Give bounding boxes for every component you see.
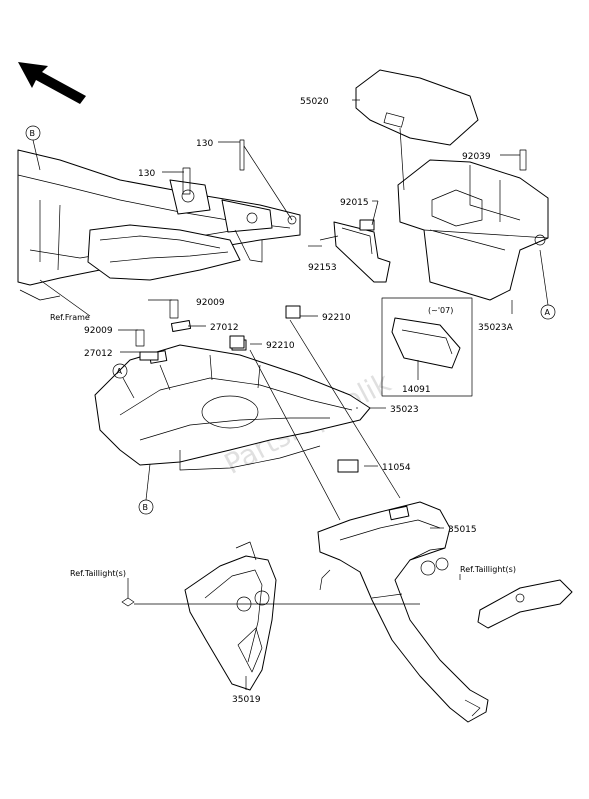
label-92009-b: 92009 bbox=[84, 326, 113, 336]
label-14091: 14091 bbox=[402, 385, 431, 395]
label-130-a: 130 bbox=[196, 139, 213, 149]
label-version-note: (~'07) bbox=[428, 306, 453, 315]
label-92210-a: 92210 bbox=[322, 313, 351, 323]
label-55020: 55020 bbox=[300, 97, 329, 107]
inset-box bbox=[381, 297, 473, 397]
label-92015: 92015 bbox=[340, 198, 369, 208]
label-92153: 92153 bbox=[308, 263, 337, 273]
callout-b-bottom: B bbox=[138, 499, 154, 515]
label-ref-taillight-right: Ref.Taillight(s) bbox=[460, 565, 516, 574]
label-92210-b: 92210 bbox=[266, 341, 295, 351]
label-35023: 35023 bbox=[390, 405, 419, 415]
tail-cover-drawing bbox=[184, 541, 277, 691]
label-35015: 35015 bbox=[448, 525, 477, 535]
label-11054: 11054 bbox=[382, 463, 411, 473]
rear-fender-drawing bbox=[317, 501, 489, 723]
fasteners bbox=[121, 139, 527, 607]
callout-b-bottom-letter: B bbox=[143, 503, 149, 512]
strap-drawing bbox=[319, 219, 391, 283]
label-27012-a: 27012 bbox=[210, 323, 239, 333]
taillight-bracket-drawing bbox=[477, 579, 573, 629]
callout-b-top: B bbox=[25, 125, 41, 141]
callout-a-left: A bbox=[112, 363, 128, 379]
label-92039: 92039 bbox=[462, 152, 491, 162]
label-92009-a: 92009 bbox=[196, 298, 225, 308]
callout-a-left-letter: A bbox=[117, 367, 123, 376]
label-ref-taillight-left: Ref.Taillight(s) bbox=[70, 569, 126, 578]
label-35019: 35019 bbox=[232, 695, 261, 705]
front-direction-arrow-icon bbox=[18, 62, 86, 104]
label-35023A: 35023A bbox=[478, 323, 514, 333]
callout-a-right-letter: A bbox=[545, 308, 551, 317]
callout-b-top-letter: B bbox=[30, 129, 36, 138]
battery-case-drawing bbox=[355, 69, 549, 301]
label-27012-b: 27012 bbox=[84, 349, 113, 359]
label-130-b: 130 bbox=[138, 169, 155, 179]
label-ref-frame: Ref.Frame bbox=[50, 313, 90, 322]
frame-drawing bbox=[17, 149, 301, 301]
callout-a-right: A bbox=[540, 304, 556, 320]
leader-lines bbox=[32, 99, 549, 690]
